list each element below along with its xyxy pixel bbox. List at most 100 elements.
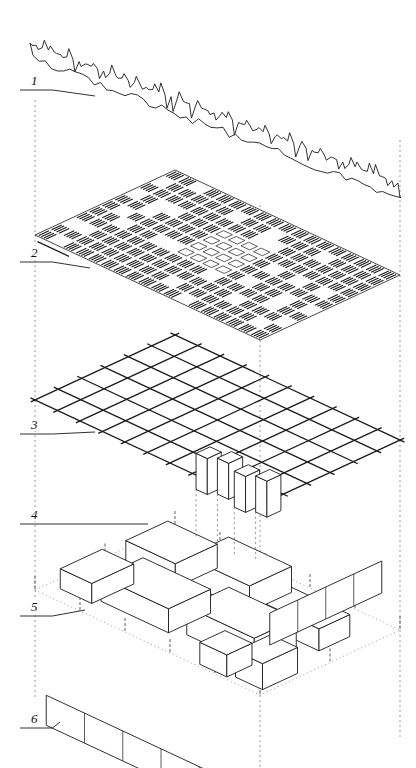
slat: [161, 193, 171, 198]
slat: [171, 186, 181, 191]
slat: [209, 310, 219, 315]
slat: [328, 295, 338, 300]
slat: [311, 239, 321, 244]
callout-number: 3: [30, 418, 39, 431]
leader-line: [20, 524, 148, 525]
column: [35, 576, 36, 590]
slat: [343, 266, 353, 271]
slat: [94, 245, 104, 250]
slat: [284, 310, 294, 315]
slat: [293, 266, 303, 271]
slat: [295, 291, 305, 296]
slat: [182, 274, 192, 279]
skylight-cell: [178, 248, 194, 256]
slat: [261, 228, 271, 233]
slat: [345, 291, 355, 296]
slat: [89, 254, 99, 259]
skylight-cell: [241, 254, 257, 262]
slat: [356, 260, 366, 265]
slat: [198, 234, 208, 239]
slat: [140, 195, 150, 200]
slat: [222, 304, 232, 309]
slat: [269, 326, 279, 331]
beam: [101, 365, 335, 474]
slat: [119, 233, 129, 238]
slat: [186, 181, 196, 186]
slat: [97, 222, 107, 227]
slat: [274, 222, 284, 227]
slat: [341, 265, 351, 270]
slat: [384, 273, 394, 278]
slat: [194, 268, 204, 273]
slat: [127, 260, 137, 265]
slat: [155, 226, 165, 231]
slat: [159, 287, 169, 292]
slat: [272, 281, 282, 286]
slat: [244, 315, 254, 320]
slat: [256, 214, 266, 219]
light-shaft: [217, 452, 242, 464]
slat: [216, 219, 226, 224]
slat: [173, 222, 183, 227]
slat: [281, 249, 291, 254]
slat: [102, 237, 112, 242]
slat: [134, 263, 144, 268]
slat: [214, 301, 224, 306]
slat: [295, 268, 305, 273]
slat: [177, 260, 187, 265]
slat: [167, 232, 177, 237]
slat: [52, 225, 62, 230]
slat: [145, 233, 155, 238]
slat: [90, 207, 100, 212]
slat: [184, 275, 194, 280]
slat: [368, 278, 378, 283]
slat: [302, 295, 312, 300]
slat: [348, 269, 358, 274]
slat: [204, 284, 214, 289]
slat: [219, 196, 229, 201]
slat: [319, 243, 329, 248]
slat: [316, 265, 326, 270]
slat: [247, 292, 257, 297]
slat: [77, 237, 87, 242]
slat: [197, 269, 207, 274]
skylight-cell: [216, 242, 232, 250]
drop-line: [255, 512, 256, 562]
slat: [292, 290, 302, 295]
slat: [145, 221, 155, 226]
slat: [285, 263, 295, 268]
slat: [214, 289, 224, 294]
slat: [147, 258, 157, 263]
light-shaft: [256, 476, 267, 517]
slat: [142, 220, 152, 225]
slat: [230, 273, 240, 278]
slat: [257, 274, 267, 279]
slat: [234, 322, 244, 327]
slat: [283, 250, 293, 255]
slat: [242, 267, 252, 272]
slat: [146, 186, 156, 191]
slat: [183, 227, 193, 232]
slat: [154, 249, 164, 254]
slat: [133, 204, 143, 209]
slat: [278, 271, 288, 276]
slat: [371, 279, 381, 284]
slat: [381, 272, 391, 277]
slat: [284, 227, 294, 232]
slat: [233, 227, 243, 232]
slat: [244, 208, 254, 213]
slat: [160, 216, 170, 221]
slat: [84, 252, 94, 257]
slat: [295, 303, 305, 308]
slat: [272, 328, 282, 333]
slat: [147, 269, 157, 274]
slat: [346, 256, 356, 261]
slat: [256, 332, 266, 337]
beam-grid: [31, 333, 405, 507]
slat: [305, 296, 315, 301]
slat: [189, 277, 199, 282]
slat: [279, 308, 289, 313]
slat: [214, 313, 224, 318]
slat: [166, 184, 176, 189]
slat: [154, 285, 164, 290]
